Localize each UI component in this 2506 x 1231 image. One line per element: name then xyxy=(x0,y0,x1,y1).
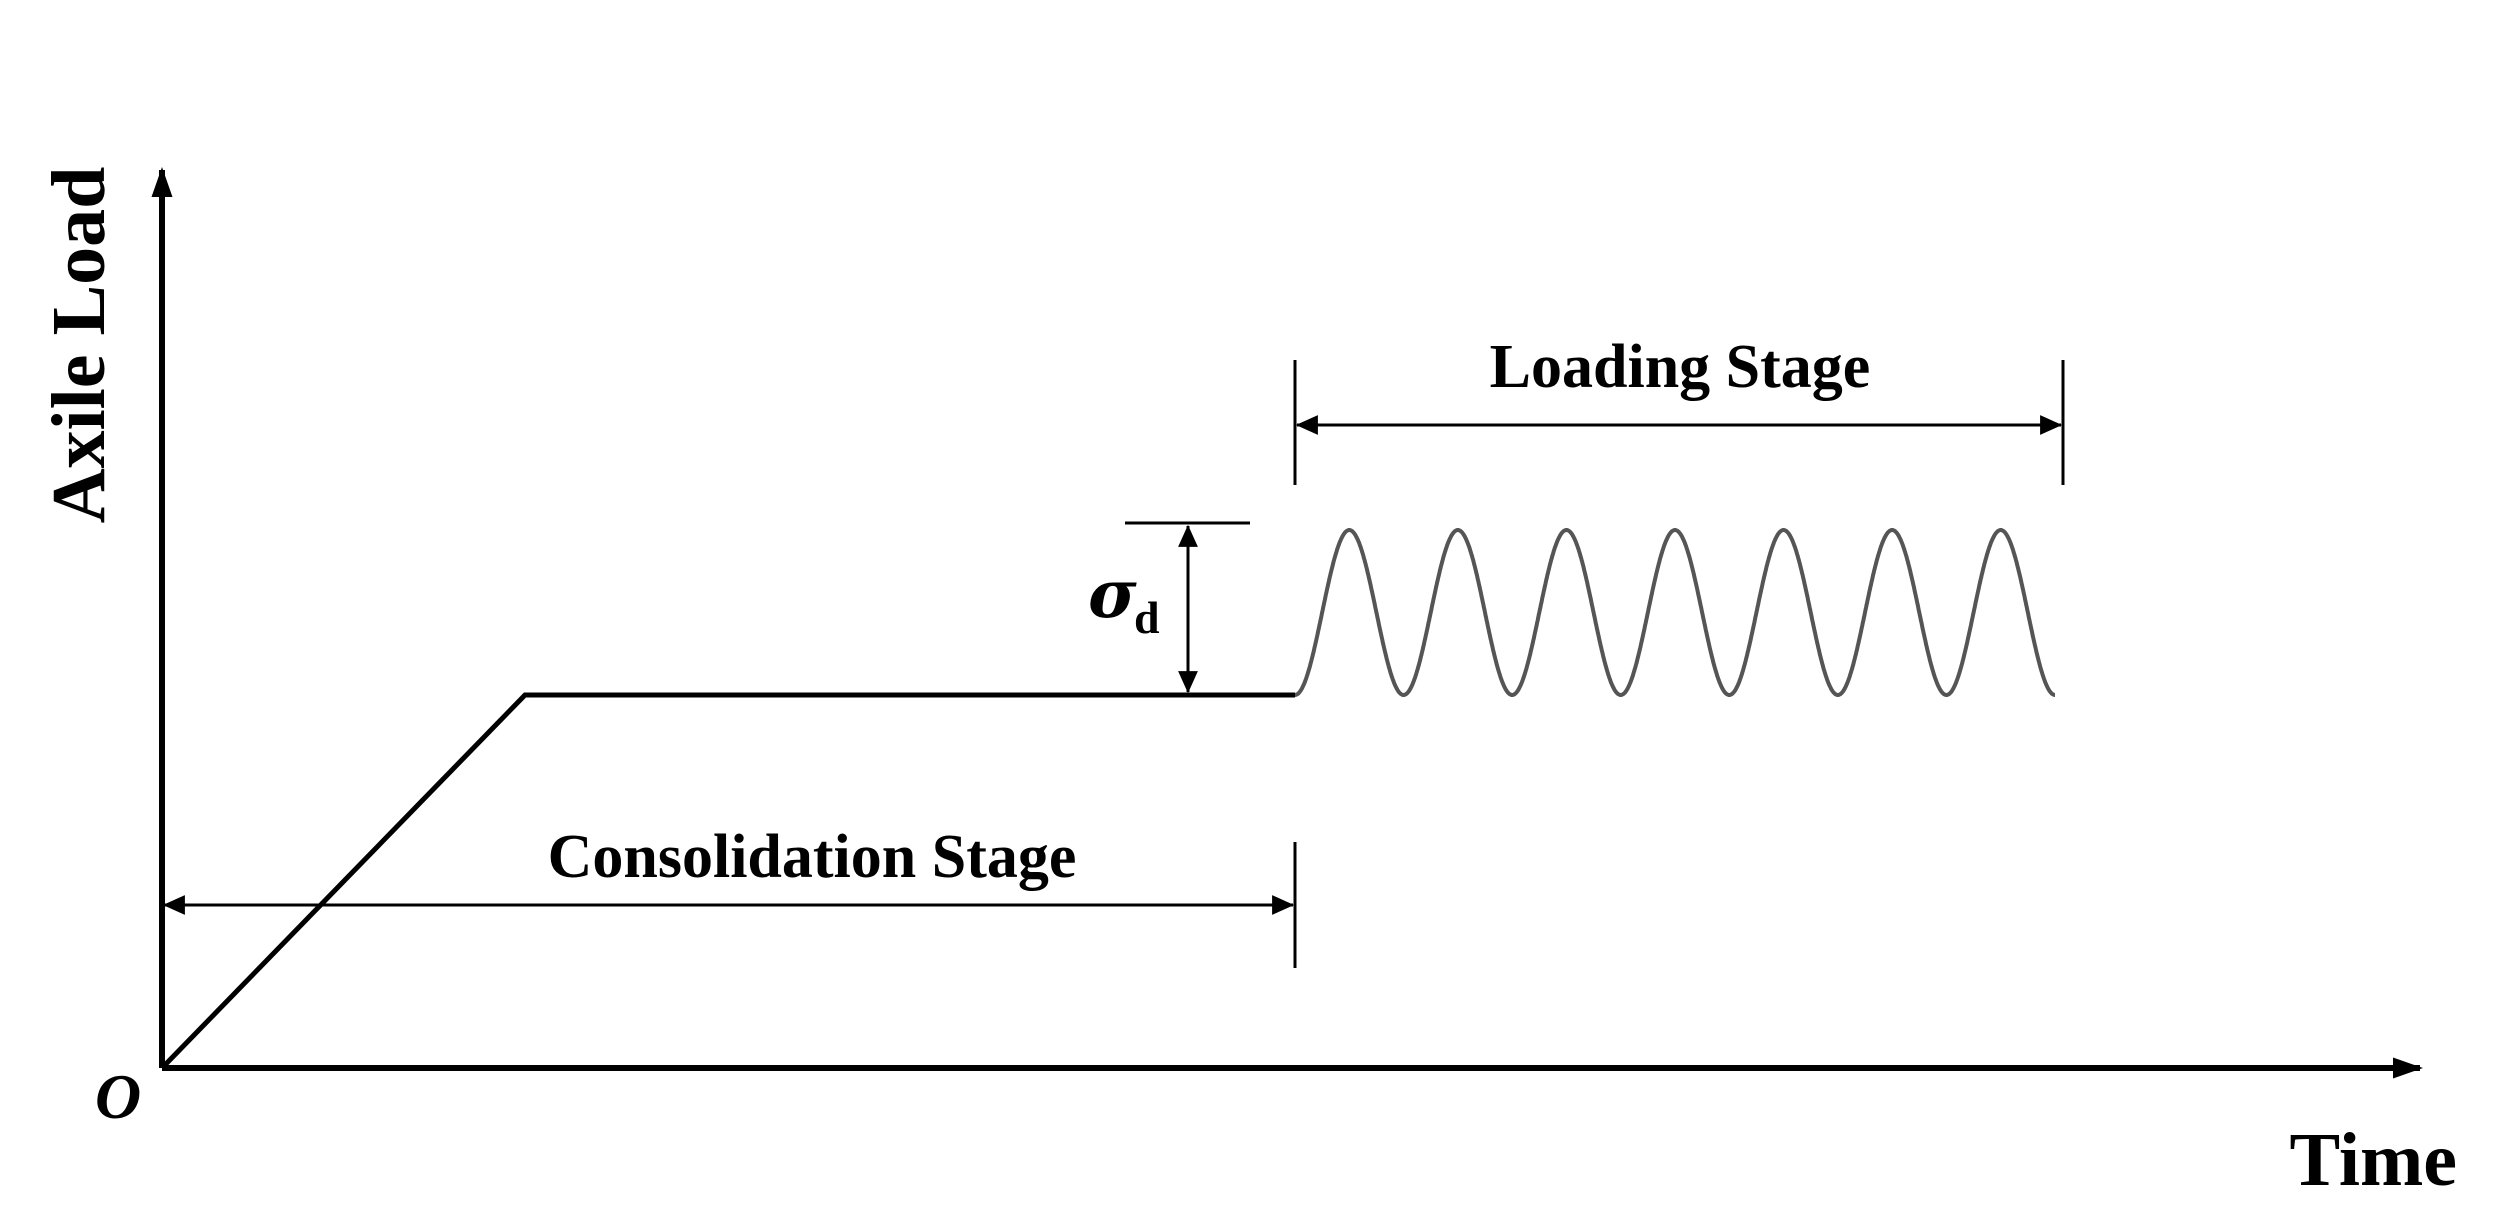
loading-stage-label: Loading Stage xyxy=(1490,333,1871,401)
x-axis-label: Time xyxy=(2290,1118,2457,1202)
cyclic-loading-wave xyxy=(1294,528,2056,697)
y-axis-label: Axile Load xyxy=(37,167,121,524)
consolidation-stage-label: Consolidation Stage xyxy=(548,823,1077,891)
origin-label: O xyxy=(95,1061,141,1132)
amplitude-subscript: d xyxy=(1134,592,1160,643)
consolidation-load-line xyxy=(160,692,1295,1070)
amplitude-symbol: σ xyxy=(1088,555,1137,633)
